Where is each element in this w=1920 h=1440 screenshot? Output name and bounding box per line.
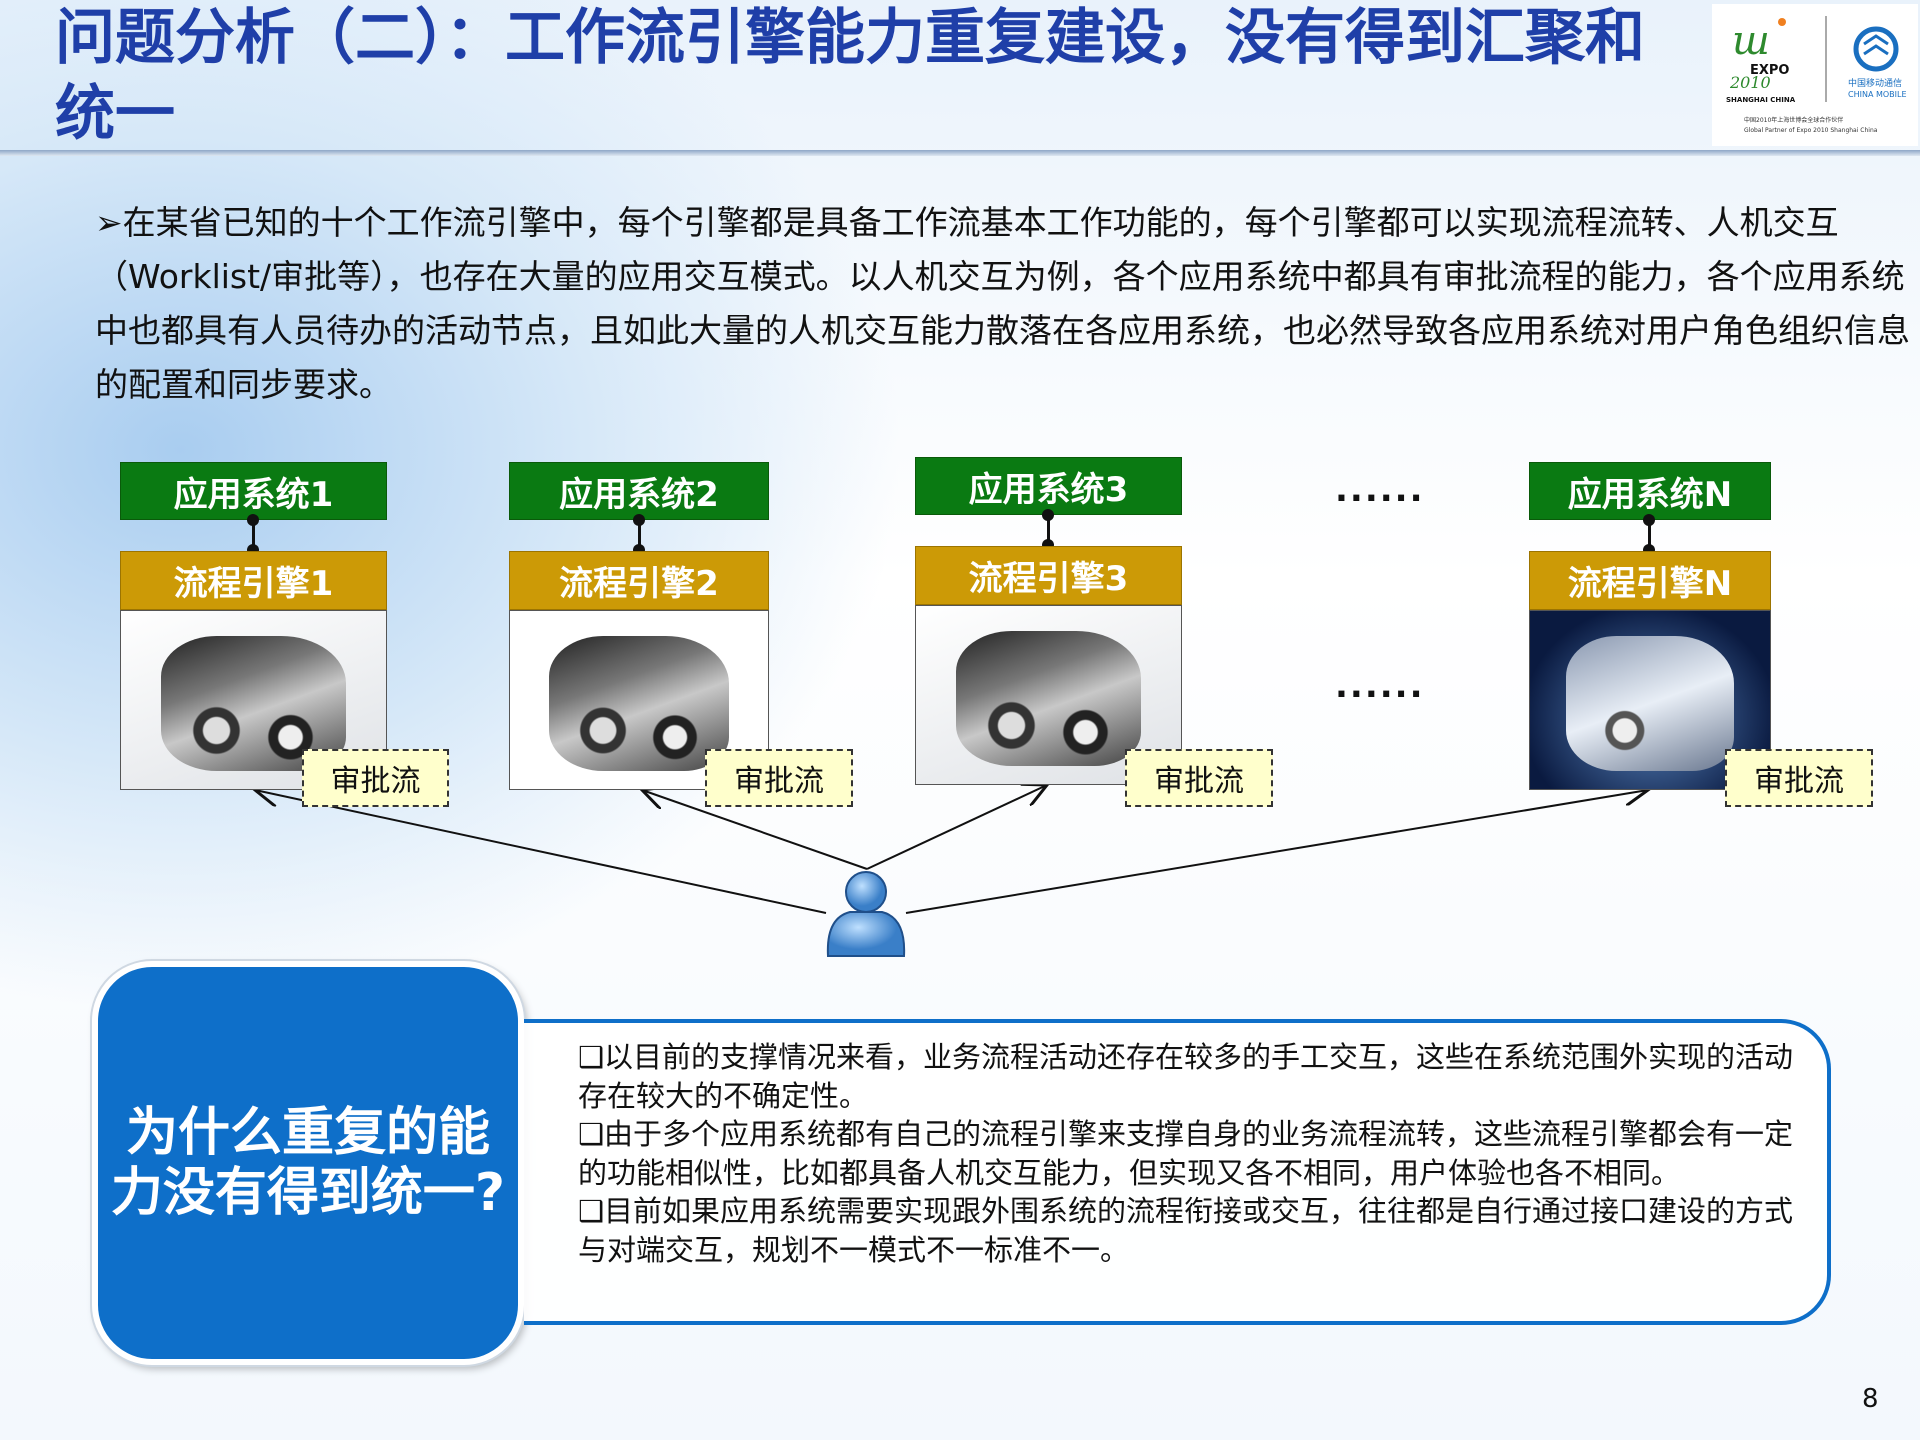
- svg-text:EXPO: EXPO: [1750, 63, 1789, 78]
- connector-dot: [247, 514, 259, 526]
- svg-text:2010: 2010: [1729, 73, 1771, 92]
- answer-item-2: ❑由于多个应用系统都有自己的流程引擎来支撑自身的业务流程流转，这些流程引擎都会有…: [578, 1117, 1793, 1190]
- connector-line-4: [905, 790, 1648, 914]
- svg-text:中国移动通信: 中国移动通信: [1848, 77, 1902, 89]
- app-system-2: 应用系统2: [509, 462, 769, 520]
- svg-text:Global Partner of Expo 2010 Sh: Global Partner of Expo 2010 Shanghai Chi…: [1744, 127, 1878, 134]
- app-system-3: 应用系统3: [915, 457, 1182, 515]
- approval-flow-2: 审批流: [705, 749, 853, 807]
- approval-flow-n: 审批流: [1725, 749, 1873, 807]
- engine-image-n: [1529, 610, 1771, 790]
- header-divider: [0, 150, 1920, 156]
- workflow-engine-3: 流程引擎3: [915, 546, 1182, 605]
- svg-text:ш: ш: [1732, 18, 1770, 64]
- connector-dot: [633, 514, 645, 526]
- sponsor-logo: ш EXPO 2010 SHANGHAI CHINA 中国移动通信 CHINA …: [1712, 4, 1918, 146]
- approval-flow-3: 审批流: [1125, 749, 1273, 807]
- answer-item-1: ❑以目前的支撑情况来看，业务流程活动还存在较多的手工交互，这些在系统范围外实现的…: [578, 1040, 1793, 1113]
- ellipsis-bottom: ......: [1335, 666, 1425, 706]
- workflow-engine-n: 流程引擎N: [1529, 551, 1771, 610]
- connector: [1047, 515, 1050, 546]
- person-icon: [826, 871, 906, 957]
- svg-text:CHINA MOBILE: CHINA MOBILE: [1848, 90, 1907, 99]
- app-system-1: 应用系统1: [120, 462, 387, 520]
- ellipsis-top: ......: [1335, 470, 1425, 510]
- connector-dot: [1643, 514, 1655, 526]
- workflow-engine-2: 流程引擎2: [509, 551, 769, 610]
- connector: [252, 520, 255, 551]
- connector-line-3: [866, 785, 1047, 870]
- svg-text:中国2010年上海世博会全球合作伙伴: 中国2010年上海世博会全球合作伙伴: [1744, 116, 1843, 124]
- engine-image-2: [509, 610, 769, 790]
- connector-line-2: [642, 790, 868, 870]
- page-number: 8: [1862, 1384, 1879, 1414]
- connector-line-1: [255, 790, 827, 914]
- connector-dot: [1042, 509, 1054, 521]
- connector: [638, 520, 641, 551]
- answer-panel: [524, 1019, 1831, 1325]
- app-system-n: 应用系统N: [1529, 462, 1771, 520]
- workflow-engine-1: 流程引擎1: [120, 551, 387, 610]
- question-callout: 为什么重复的能力没有得到统一?: [92, 961, 524, 1365]
- intro-paragraph: ➢在某省已知的十个工作流引擎中，每个引擎都是具备工作流基本工作功能的，每个引擎都…: [95, 203, 1910, 404]
- approval-flow-1: 审批流: [302, 749, 449, 807]
- svg-text:SHANGHAI CHINA: SHANGHAI CHINA: [1726, 96, 1796, 104]
- connector: [1648, 520, 1651, 551]
- answer-item-3: ❑目前如果应用系统需要实现跟外围系统的流程衔接或交互，往往都是自行通过接口建设的…: [578, 1194, 1793, 1267]
- answer-list: ❑以目前的支撑情况来看，业务流程活动还存在较多的手工交互，这些在系统范围外实现的…: [578, 1038, 1818, 1269]
- page-title: 问题分析（二）：工作流引擎能力重复建设，没有得到汇聚和统一: [55, 3, 1645, 149]
